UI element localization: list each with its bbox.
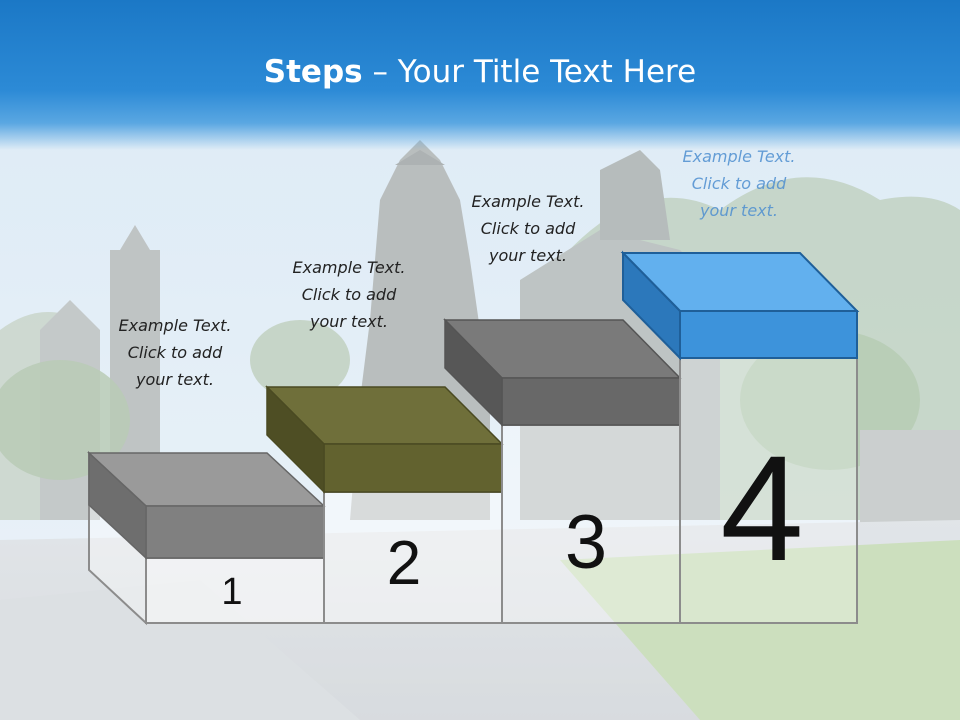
step-3-side xyxy=(444,318,503,427)
step-4[interactable]: 4 xyxy=(620,250,860,624)
step-2-caption-line-2: Click to add xyxy=(301,285,397,304)
title-bold: Steps xyxy=(263,54,363,90)
step-1-side xyxy=(88,451,147,560)
step-3-number: 3 xyxy=(565,500,607,585)
step-3[interactable]: 3 xyxy=(443,318,682,624)
step-4-number: 4 xyxy=(720,424,803,592)
step-1-caption-line-3: your text. xyxy=(135,370,214,389)
step-1-caption-line-1: Example Text. xyxy=(118,316,232,335)
step-2-caption-line-3: your text. xyxy=(309,312,388,331)
header-band xyxy=(0,0,960,150)
step-1-caption-line-2: Click to add xyxy=(127,343,223,362)
step-3-caption-line-2: Click to add xyxy=(480,219,576,238)
step-4-side xyxy=(622,250,681,361)
step-3-caption[interactable]: Example Text. Click to add your text. xyxy=(443,188,613,269)
step-2-caption-line-1: Example Text. xyxy=(292,258,406,277)
step-4-caption-line-3: your text. xyxy=(699,201,778,220)
title-rest: – Your Title Text Here xyxy=(362,54,697,90)
step-2-number: 2 xyxy=(387,529,421,598)
step-4-caption-line-1: Example Text. xyxy=(682,147,796,166)
step-2[interactable]: 2 xyxy=(265,385,504,624)
step-2-caption[interactable]: Example Text. Click to add your text. xyxy=(264,254,434,335)
step-1-number: 1 xyxy=(221,571,242,613)
step-3-caption-line-3: your text. xyxy=(488,246,567,265)
step-4-caption[interactable]: Example Text. Click to add your text. xyxy=(654,143,824,224)
step-1-front xyxy=(145,505,325,559)
step-1-caption[interactable]: Example Text. Click to add your text. xyxy=(90,312,260,393)
step-4-front xyxy=(679,310,858,359)
step-4-caption-line-2: Click to add xyxy=(691,174,787,193)
step-2-front xyxy=(323,443,503,493)
step-2-side xyxy=(266,385,325,494)
step-3-front xyxy=(501,377,681,426)
page-title[interactable]: Steps – Your Title Text Here xyxy=(0,54,960,90)
step-1[interactable]: 1 xyxy=(87,450,326,626)
step-3-caption-line-1: Example Text. xyxy=(471,192,585,211)
